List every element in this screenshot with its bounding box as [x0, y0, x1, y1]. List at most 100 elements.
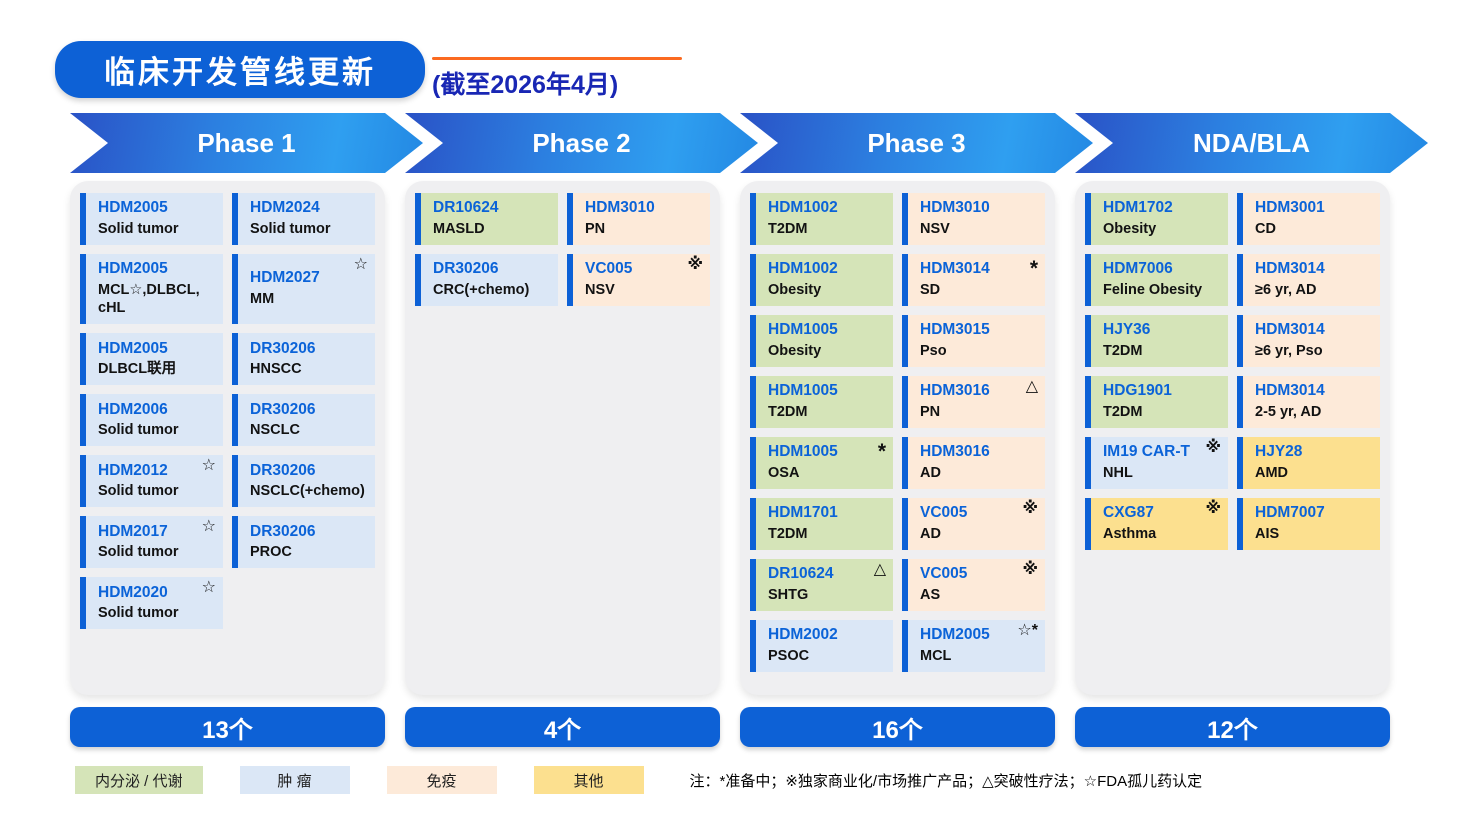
card-marker: △	[873, 561, 886, 578]
drug-name: HDM1005	[768, 382, 838, 400]
indication: MCL☆,DLBCL, cHL	[98, 281, 200, 317]
indication: CRC(+chemo)	[433, 281, 530, 298]
indication: Solid tumor	[98, 605, 179, 622]
card-marker: ☆	[201, 579, 216, 597]
drug-name: HDM1702	[1103, 199, 1173, 217]
drug-name: CXG87	[1103, 504, 1154, 522]
drug-name: IM19 CAR-T	[1103, 443, 1190, 461]
indication: AD	[920, 525, 941, 542]
card-marker: ※	[1022, 561, 1038, 578]
phase-label: Phase 3	[867, 127, 966, 158]
card-marker: ☆	[201, 518, 216, 536]
phase-arrow: Phase 1	[70, 113, 423, 173]
drug-name: HDM2024	[250, 199, 320, 217]
indication: NHL	[1103, 464, 1133, 481]
footnote: 注：*准备中；※独家商业化/市场推广产品；△突破性疗法；☆FDA孤儿药认定	[689, 772, 1203, 790]
drug-name: HDM3014	[920, 260, 990, 278]
card-marker: ※	[1205, 500, 1221, 517]
phase-label: NDA/BLA	[1193, 127, 1310, 158]
count-bar: 4个	[405, 707, 720, 747]
indication: NSCLC	[250, 422, 300, 439]
indication: SD	[920, 281, 941, 298]
drug-name: HDM3001	[1255, 199, 1325, 217]
drug-name: DR10624	[768, 565, 834, 583]
legend-item-immune: 免疫	[386, 766, 497, 794]
indication: AIS	[1255, 525, 1280, 542]
drug-name: HDM2020	[98, 583, 168, 601]
indication: AS	[920, 586, 941, 603]
drug-name: DR10624	[433, 199, 499, 217]
indication: Solid tumor	[98, 422, 179, 439]
phase-arrow: NDA/BLA	[1075, 113, 1428, 173]
drug-name: DR30206	[250, 461, 316, 479]
indication: Solid tumor	[98, 483, 179, 500]
indication: HNSCC	[250, 361, 302, 378]
indication: T2DM	[768, 220, 808, 237]
indication: MASLD	[433, 220, 485, 237]
indication: DLBCL联用	[98, 361, 177, 378]
drug-name: HDM1701	[768, 504, 838, 522]
indication: Solid tumor	[98, 544, 179, 561]
phase-arrow: Phase 3	[740, 113, 1093, 173]
indication: 2-5 yr, AD	[1255, 403, 1322, 420]
drug-name: HDM2005	[98, 260, 168, 277]
drug-name: HDM7006	[1103, 260, 1173, 278]
drug-name: HDM3014	[1255, 321, 1325, 339]
indication: Obesity	[768, 342, 822, 359]
drug-name: HDM7007	[1255, 504, 1325, 522]
drug-name: HDM1002	[768, 199, 838, 217]
drug-name: HDG1901	[1103, 382, 1172, 400]
indication: AD	[920, 464, 941, 481]
drug-name: DR30206	[250, 339, 316, 357]
drug-name: HDM3010	[585, 199, 655, 217]
drug-name: HDM3016	[920, 382, 990, 400]
indication: Obesity	[1103, 220, 1157, 237]
drug-name: HDM2005	[98, 339, 168, 357]
indication: CD	[1255, 220, 1276, 237]
drug-name: HDM2005	[920, 626, 990, 644]
indication: Pso	[920, 342, 947, 359]
drug-name: HDM2005	[98, 199, 168, 217]
indication: T2DM	[768, 403, 808, 420]
drug-name: HJY36	[1103, 321, 1151, 339]
indication: ≥6 yr, AD	[1255, 281, 1317, 298]
indication: T2DM	[1103, 342, 1143, 359]
drug-name: HDM2027	[250, 269, 320, 287]
count-label: 4个	[543, 716, 582, 744]
drug-name: DR30206	[250, 400, 316, 418]
drug-name: DR30206	[433, 260, 499, 278]
drug-name: HDM3014	[1255, 260, 1325, 278]
drug-name: VC005	[920, 565, 968, 583]
drug-name: HDM2006	[98, 400, 168, 418]
drug-name: VC005	[920, 504, 968, 522]
